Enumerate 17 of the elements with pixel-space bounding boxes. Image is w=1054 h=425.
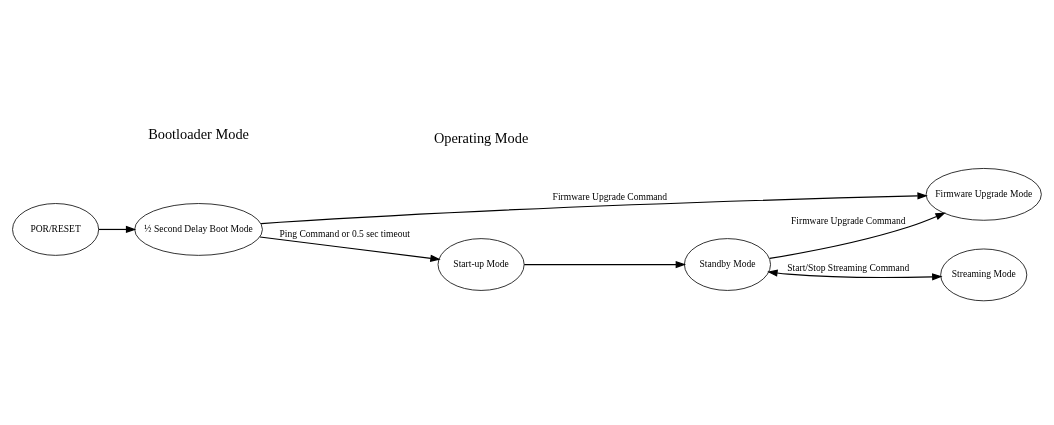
label: Bootloader Mode bbox=[148, 125, 249, 142]
arrow bbox=[260, 192, 928, 225]
arrow bbox=[769, 212, 946, 260]
node-ellipse: POR/RESET bbox=[12, 203, 100, 256]
node-ellipse: ½ Second Delay Boot Mode bbox=[134, 203, 263, 256]
node-ellipse: Standby Mode bbox=[684, 238, 771, 291]
arrow bbox=[98, 225, 137, 234]
node-ellipse: Streaming Mode bbox=[940, 248, 1028, 302]
arrow bbox=[259, 236, 441, 262]
edge-label: Ping Command or 0.5 sec timeout bbox=[279, 228, 410, 240]
edge-label: Firmware Upgrade Command bbox=[791, 215, 906, 227]
node-ellipse: Start-up Mode bbox=[437, 238, 525, 291]
arrow bbox=[767, 269, 943, 281]
edge-label: Firmware Upgrade Command bbox=[552, 191, 668, 203]
arrow bbox=[523, 260, 687, 269]
label: Operating Mode bbox=[433, 129, 529, 146]
edge-label: Start/Stop Streaming Command bbox=[787, 262, 910, 274]
